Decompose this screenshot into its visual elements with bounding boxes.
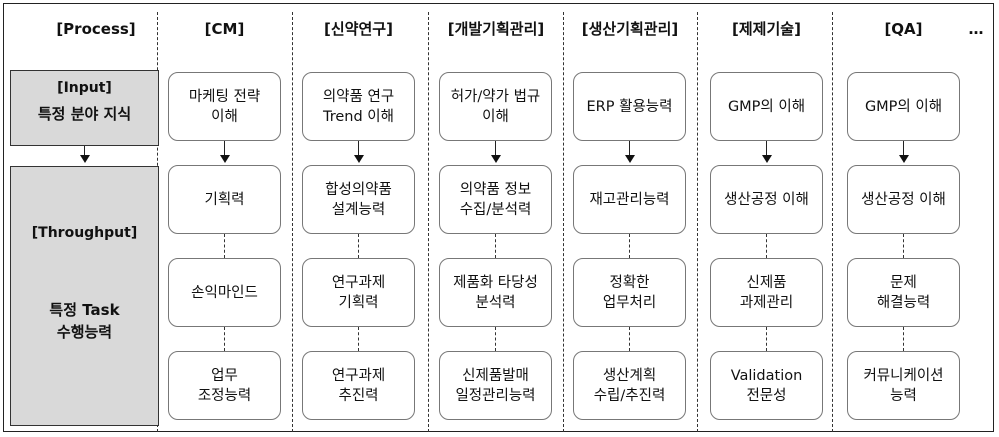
production-node-2: 재고관리능력 <box>573 165 686 234</box>
qa-connector-1 <box>903 141 904 156</box>
input-box: [Input] 특정 분야 지식 <box>10 70 159 146</box>
header-process: [Process] <box>56 20 136 38</box>
dev-dashed-link-1 <box>495 234 496 258</box>
column-separator <box>832 12 833 432</box>
research-node-4: 연구과제 추진력 <box>302 351 415 420</box>
formulation-node-4: Validation 전문성 <box>710 351 823 420</box>
formulation-arrowhead <box>762 155 772 163</box>
qa-node-3: 문제 해결능력 <box>847 258 960 327</box>
dev-node-3: 제품화 타당성 분석력 <box>439 258 552 327</box>
research-arrowhead <box>354 155 364 163</box>
cm-node-4: 업무 조정능력 <box>168 351 281 420</box>
formulation-node-3: 신제품 과제관리 <box>710 258 823 327</box>
header-more: … <box>968 20 984 38</box>
formulation-dashed-link-2 <box>766 327 767 351</box>
input-to-throughput-arrowhead <box>80 155 90 163</box>
qa-node-1: GMP의 이해 <box>847 72 960 141</box>
dev-node-2: 의약품 정보 수집/분석력 <box>439 165 552 234</box>
input-to-throughput-line <box>84 146 85 156</box>
diagram-frame <box>3 3 994 432</box>
input-tag: [Input] <box>57 80 112 96</box>
dev-connector-1 <box>495 141 496 156</box>
cm-node-2: 기획력 <box>168 165 281 234</box>
production-arrowhead <box>625 155 635 163</box>
cm-connector-1 <box>224 141 225 156</box>
input-text: 특정 분야 지식 <box>37 105 132 123</box>
research-connector-1 <box>358 141 359 156</box>
cm-node-1: 마케팅 전략 이해 <box>168 72 281 141</box>
dev-dashed-link-2 <box>495 327 496 351</box>
qa-dashed-link-1 <box>903 234 904 258</box>
production-dashed-link-1 <box>629 234 630 258</box>
production-node-1: ERP 활용능력 <box>573 72 686 141</box>
formulation-dashed-link-1 <box>766 234 767 258</box>
qa-node-4: 커뮤니케이션 능력 <box>847 351 960 420</box>
throughput-tag: [Throughput] <box>31 225 138 241</box>
dev-node-1: 허가/약가 법규 이해 <box>439 72 552 141</box>
production-node-4: 생산계획 수립/추진력 <box>573 351 686 420</box>
header-cm: [CM] <box>204 20 245 38</box>
qa-node-2: 생산공정 이해 <box>847 165 960 234</box>
qa-dashed-link-2 <box>903 327 904 351</box>
research-node-1: 의약품 연구 Trend 이해 <box>302 72 415 141</box>
formulation-node-2: 생산공정 이해 <box>710 165 823 234</box>
column-separator <box>292 12 293 432</box>
cm-dashed-link-1 <box>224 234 225 258</box>
qa-arrowhead <box>899 155 909 163</box>
header-production-planning: [생산기획관리] <box>581 20 679 38</box>
throughput-box: [Throughput] 특정 Task 수행능력 <box>10 166 159 426</box>
cm-node-3: 손익마인드 <box>168 258 281 327</box>
research-dashed-link-1 <box>358 234 359 258</box>
cm-dashed-link-2 <box>224 327 225 351</box>
header-drug-research: [신약연구] <box>324 20 393 38</box>
throughput-text: 특정 Task 수행능력 <box>49 301 120 341</box>
column-separator <box>563 12 564 432</box>
header-qa: [QA] <box>884 20 923 38</box>
research-dashed-link-2 <box>358 327 359 351</box>
header-formulation: [제제기술] <box>732 20 801 38</box>
column-separator <box>697 12 698 432</box>
cm-arrowhead <box>220 155 230 163</box>
column-separator <box>428 12 429 432</box>
dev-arrowhead <box>491 155 501 163</box>
dev-node-4: 신제품발매 일정관리능력 <box>439 351 552 420</box>
research-node-3: 연구과제 기획력 <box>302 258 415 327</box>
formulation-connector-1 <box>766 141 767 156</box>
header-dev-planning: [개발기획관리] <box>447 20 545 38</box>
production-dashed-link-2 <box>629 327 630 351</box>
formulation-node-1: GMP의 이해 <box>710 72 823 141</box>
research-node-2: 합성의약품 설계능력 <box>302 165 415 234</box>
production-connector-1 <box>629 141 630 156</box>
production-node-3: 정확한 업무처리 <box>573 258 686 327</box>
